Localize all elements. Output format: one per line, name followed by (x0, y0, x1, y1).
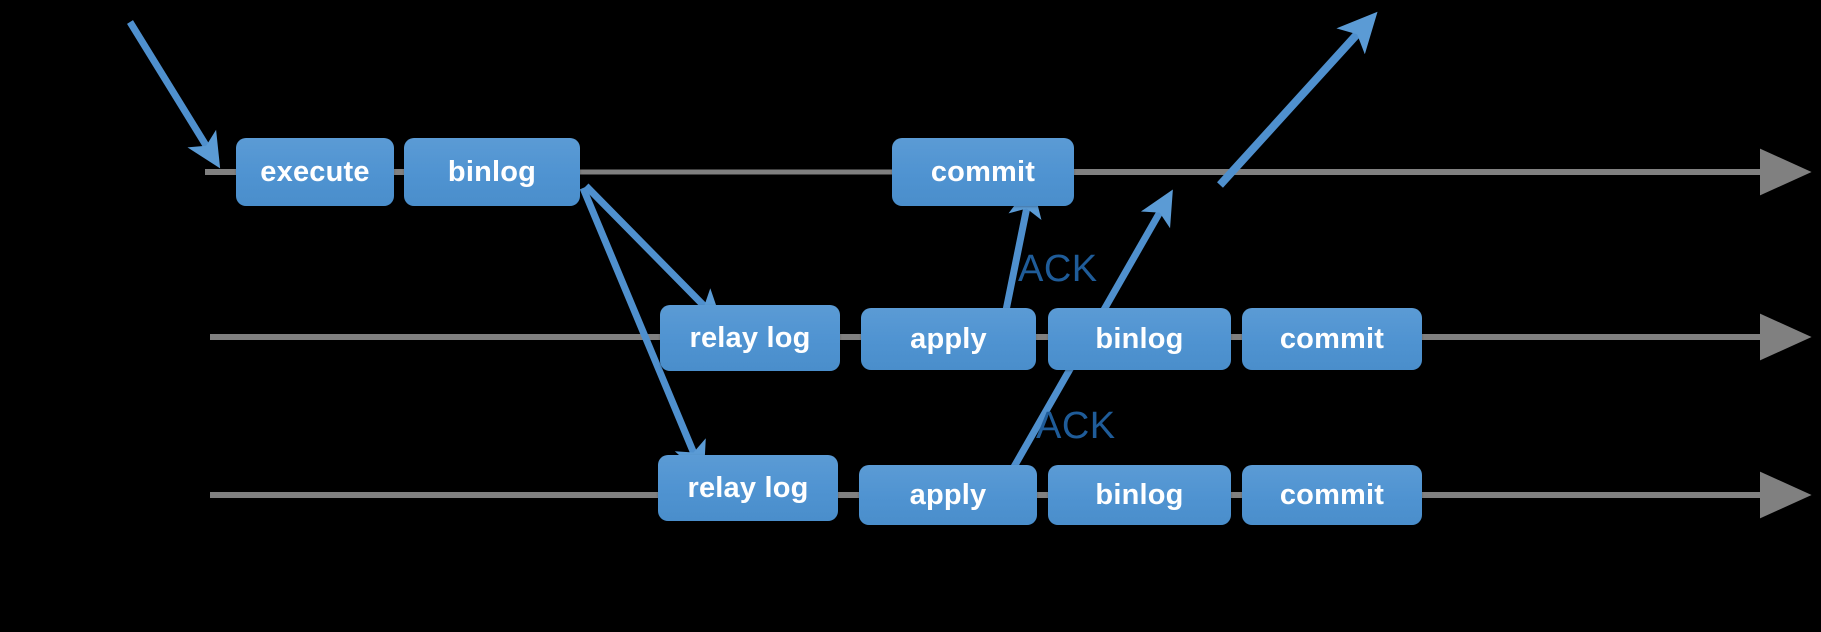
node-label: apply (909, 478, 987, 511)
node-master-binlog[interactable]: binlog (404, 138, 580, 206)
node-slave1-apply[interactable]: apply (861, 308, 1036, 370)
node-label: commit (1279, 322, 1385, 355)
node-label: binlog (1095, 322, 1184, 355)
node-label: commit (930, 155, 1036, 188)
binlog-to-relay2-arrow (579, 186, 706, 478)
node-master-execute[interactable]: execute (236, 138, 394, 206)
node-slave2-binlog[interactable]: binlog (1048, 465, 1231, 525)
node-label: commit (1279, 478, 1385, 511)
node-label: apply (910, 322, 987, 355)
client-request-in-arrow (127, 20, 221, 169)
node-slave1-commit[interactable]: commit (1242, 308, 1422, 370)
node-master-commit[interactable]: commit (892, 138, 1074, 206)
ack-label-slave1: ACK (1018, 248, 1098, 291)
node-slave1-relay-log[interactable]: relay log (660, 305, 840, 371)
node-slave1-binlog[interactable]: binlog (1048, 308, 1231, 370)
node-slave2-commit[interactable]: commit (1242, 465, 1422, 525)
node-label: relay log (689, 321, 811, 354)
node-slave2-apply[interactable]: apply (859, 465, 1037, 525)
node-label: binlog (447, 155, 537, 188)
ack-text: ACK (1036, 405, 1116, 447)
ack-label-slave2: ACK (1036, 405, 1116, 448)
node-label: relay log (687, 471, 809, 504)
binlog-to-relay1-arrow (583, 183, 723, 325)
node-label: execute (260, 155, 370, 188)
node-label: binlog (1095, 478, 1184, 511)
ack-text: ACK (1018, 248, 1098, 290)
node-slave2-relay-log[interactable]: relay log (658, 455, 838, 521)
commit-response-out-arrow (1217, 11, 1378, 188)
